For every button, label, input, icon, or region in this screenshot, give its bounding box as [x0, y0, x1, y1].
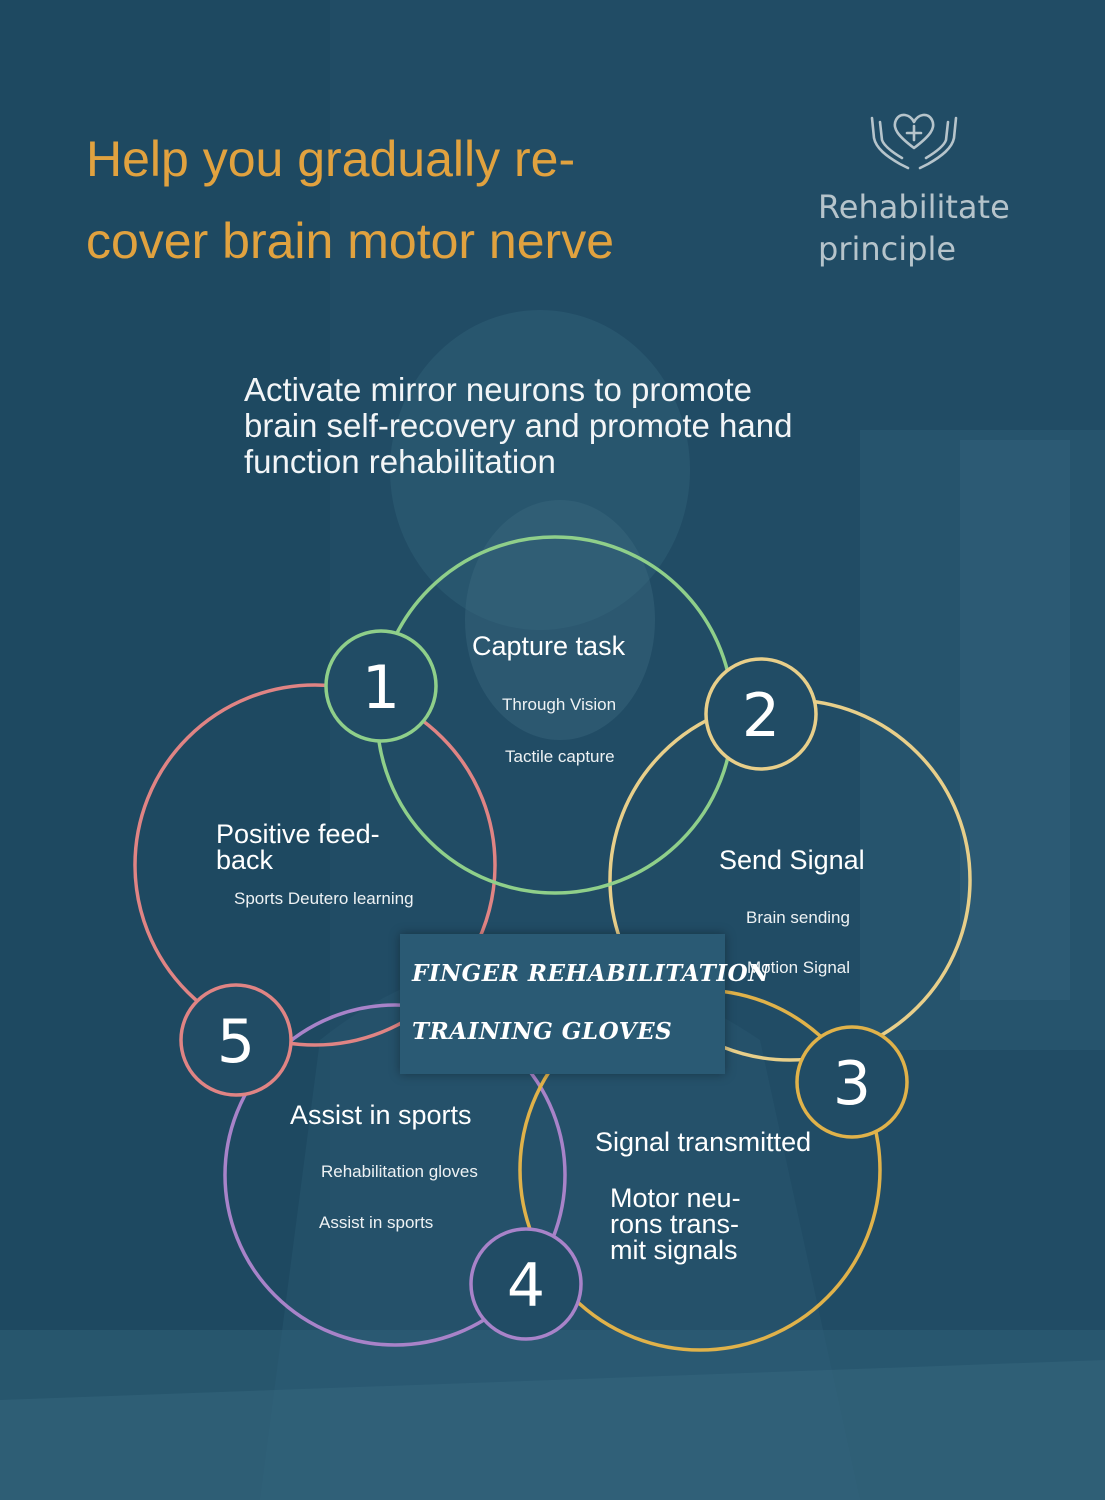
center-label-line-2: TRAINING GLOVES [412, 1018, 673, 1045]
step-5-title-line-1: Positive feed- [216, 819, 380, 849]
subtitle: Activate mirror neurons to promote brain… [244, 372, 884, 480]
step-1-number: 1 [362, 653, 400, 723]
ring-5 [133, 683, 497, 1047]
step-4-badge [469, 1227, 583, 1341]
headline-line-2: cover brain motor nerve [86, 213, 615, 269]
step-4-number: 4 [507, 1251, 545, 1321]
step-2-number: 2 [742, 681, 780, 751]
step-5-title: Positive feed- back [216, 819, 380, 875]
step-3-title: Signal transmitted [595, 1127, 812, 1157]
principle-line-1: Rehabilitate [818, 188, 1010, 226]
step-1-title: Capture task [472, 631, 626, 661]
step-2-badge [704, 657, 818, 771]
subtitle-line-1: Activate mirror neurons to promote [244, 371, 753, 408]
step-2-detail-2: Motion Signal [747, 958, 851, 977]
ring-1 [375, 535, 735, 895]
subtitle-line-3: function rehabilitation [244, 443, 556, 480]
step-5-detail-1: Sports Deutero learning [234, 889, 414, 908]
center-label-line-1: FINGER REHABILITATION [412, 960, 770, 987]
step-3-number: 3 [833, 1049, 871, 1119]
subtitle-line-2: brain self-recovery and promote hand [244, 407, 793, 444]
step-2-detail-1: Brain sending [746, 908, 850, 927]
step-3-detail-line-3: mit signals [610, 1235, 738, 1265]
principle-label: Rehabilitate principle [818, 186, 1038, 270]
step-4-title: Assist in sports [290, 1100, 472, 1130]
step-5-number: 5 [217, 1007, 255, 1077]
step-3-detail-line-2: rons trans- [610, 1209, 740, 1239]
principle-line-2: principle [818, 230, 957, 268]
step-3-badge [795, 1025, 909, 1139]
step-1-detail-1: Through Vision [502, 695, 617, 714]
step-2-title: Send Signal [719, 845, 865, 875]
step-1-badge [324, 629, 438, 743]
step-1-detail-2: Tactile capture [505, 747, 615, 766]
step-3-detail: Motor neu- rons trans- mit signals [610, 1183, 741, 1265]
step-3-detail-line-1: Motor neu- [610, 1183, 741, 1213]
ring-4 [223, 1003, 567, 1347]
headline-line-1: Help you gradually re- [86, 131, 576, 187]
hands-heart-cross-icon [870, 113, 958, 170]
step-5-title-line-2: back [216, 845, 274, 875]
headline: Help you gradually re- cover brain motor… [86, 118, 686, 282]
center-product-label: FINGER REHABILITATION TRAINING GLOVES [400, 934, 769, 1074]
step-4-detail-1: Rehabilitation gloves [321, 1162, 478, 1181]
step-4-detail-2: Assist in sports [319, 1213, 434, 1232]
step-5-badge [179, 983, 293, 1097]
